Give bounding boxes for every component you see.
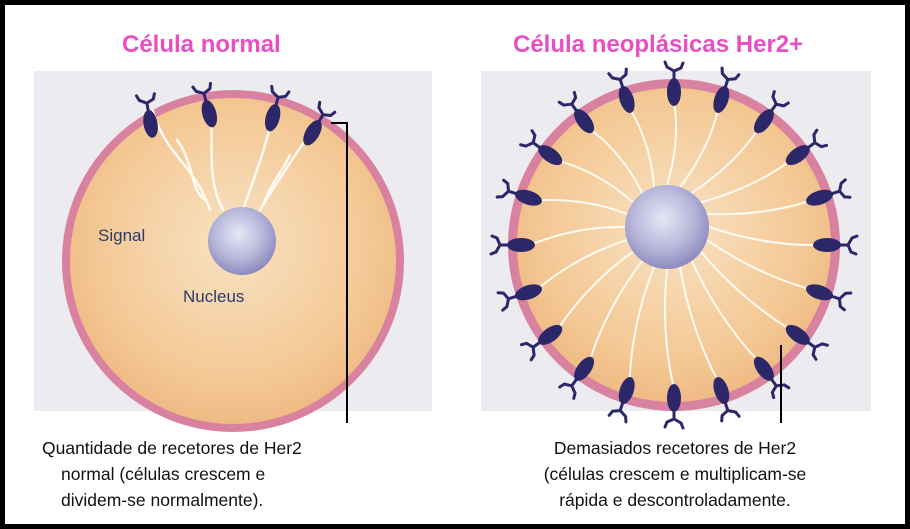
right-caption-line: rápida e descontroladamente. [505,487,845,513]
normal-cell: Signal Nucleus [62,82,404,432]
neoplastic-cell-nucleus [625,185,709,269]
normal-cell-nucleus [208,207,276,275]
left-caption-line: Quantidade de recetores de Her2 [42,435,362,461]
right-caption-line: Demasiados recetores de Her2 [505,435,845,461]
signal-label: Signal [98,226,145,245]
left-caption-line: dividem-se normalmente). [42,487,362,513]
diagram-frame: Célula normal Célula neoplásicas Her2+ [5,5,905,524]
right-caption: Demasiados recetores de Her2 (células cr… [505,435,845,513]
left-caption: Quantidade de recetores de Her2 normal (… [42,435,362,513]
right-caption-line: (células crescem e multiplicam-se [505,461,845,487]
nucleus-label: Nucleus [183,287,244,306]
neoplastic-cell [491,62,857,428]
left-caption-line: normal (células crescem e [42,461,362,487]
